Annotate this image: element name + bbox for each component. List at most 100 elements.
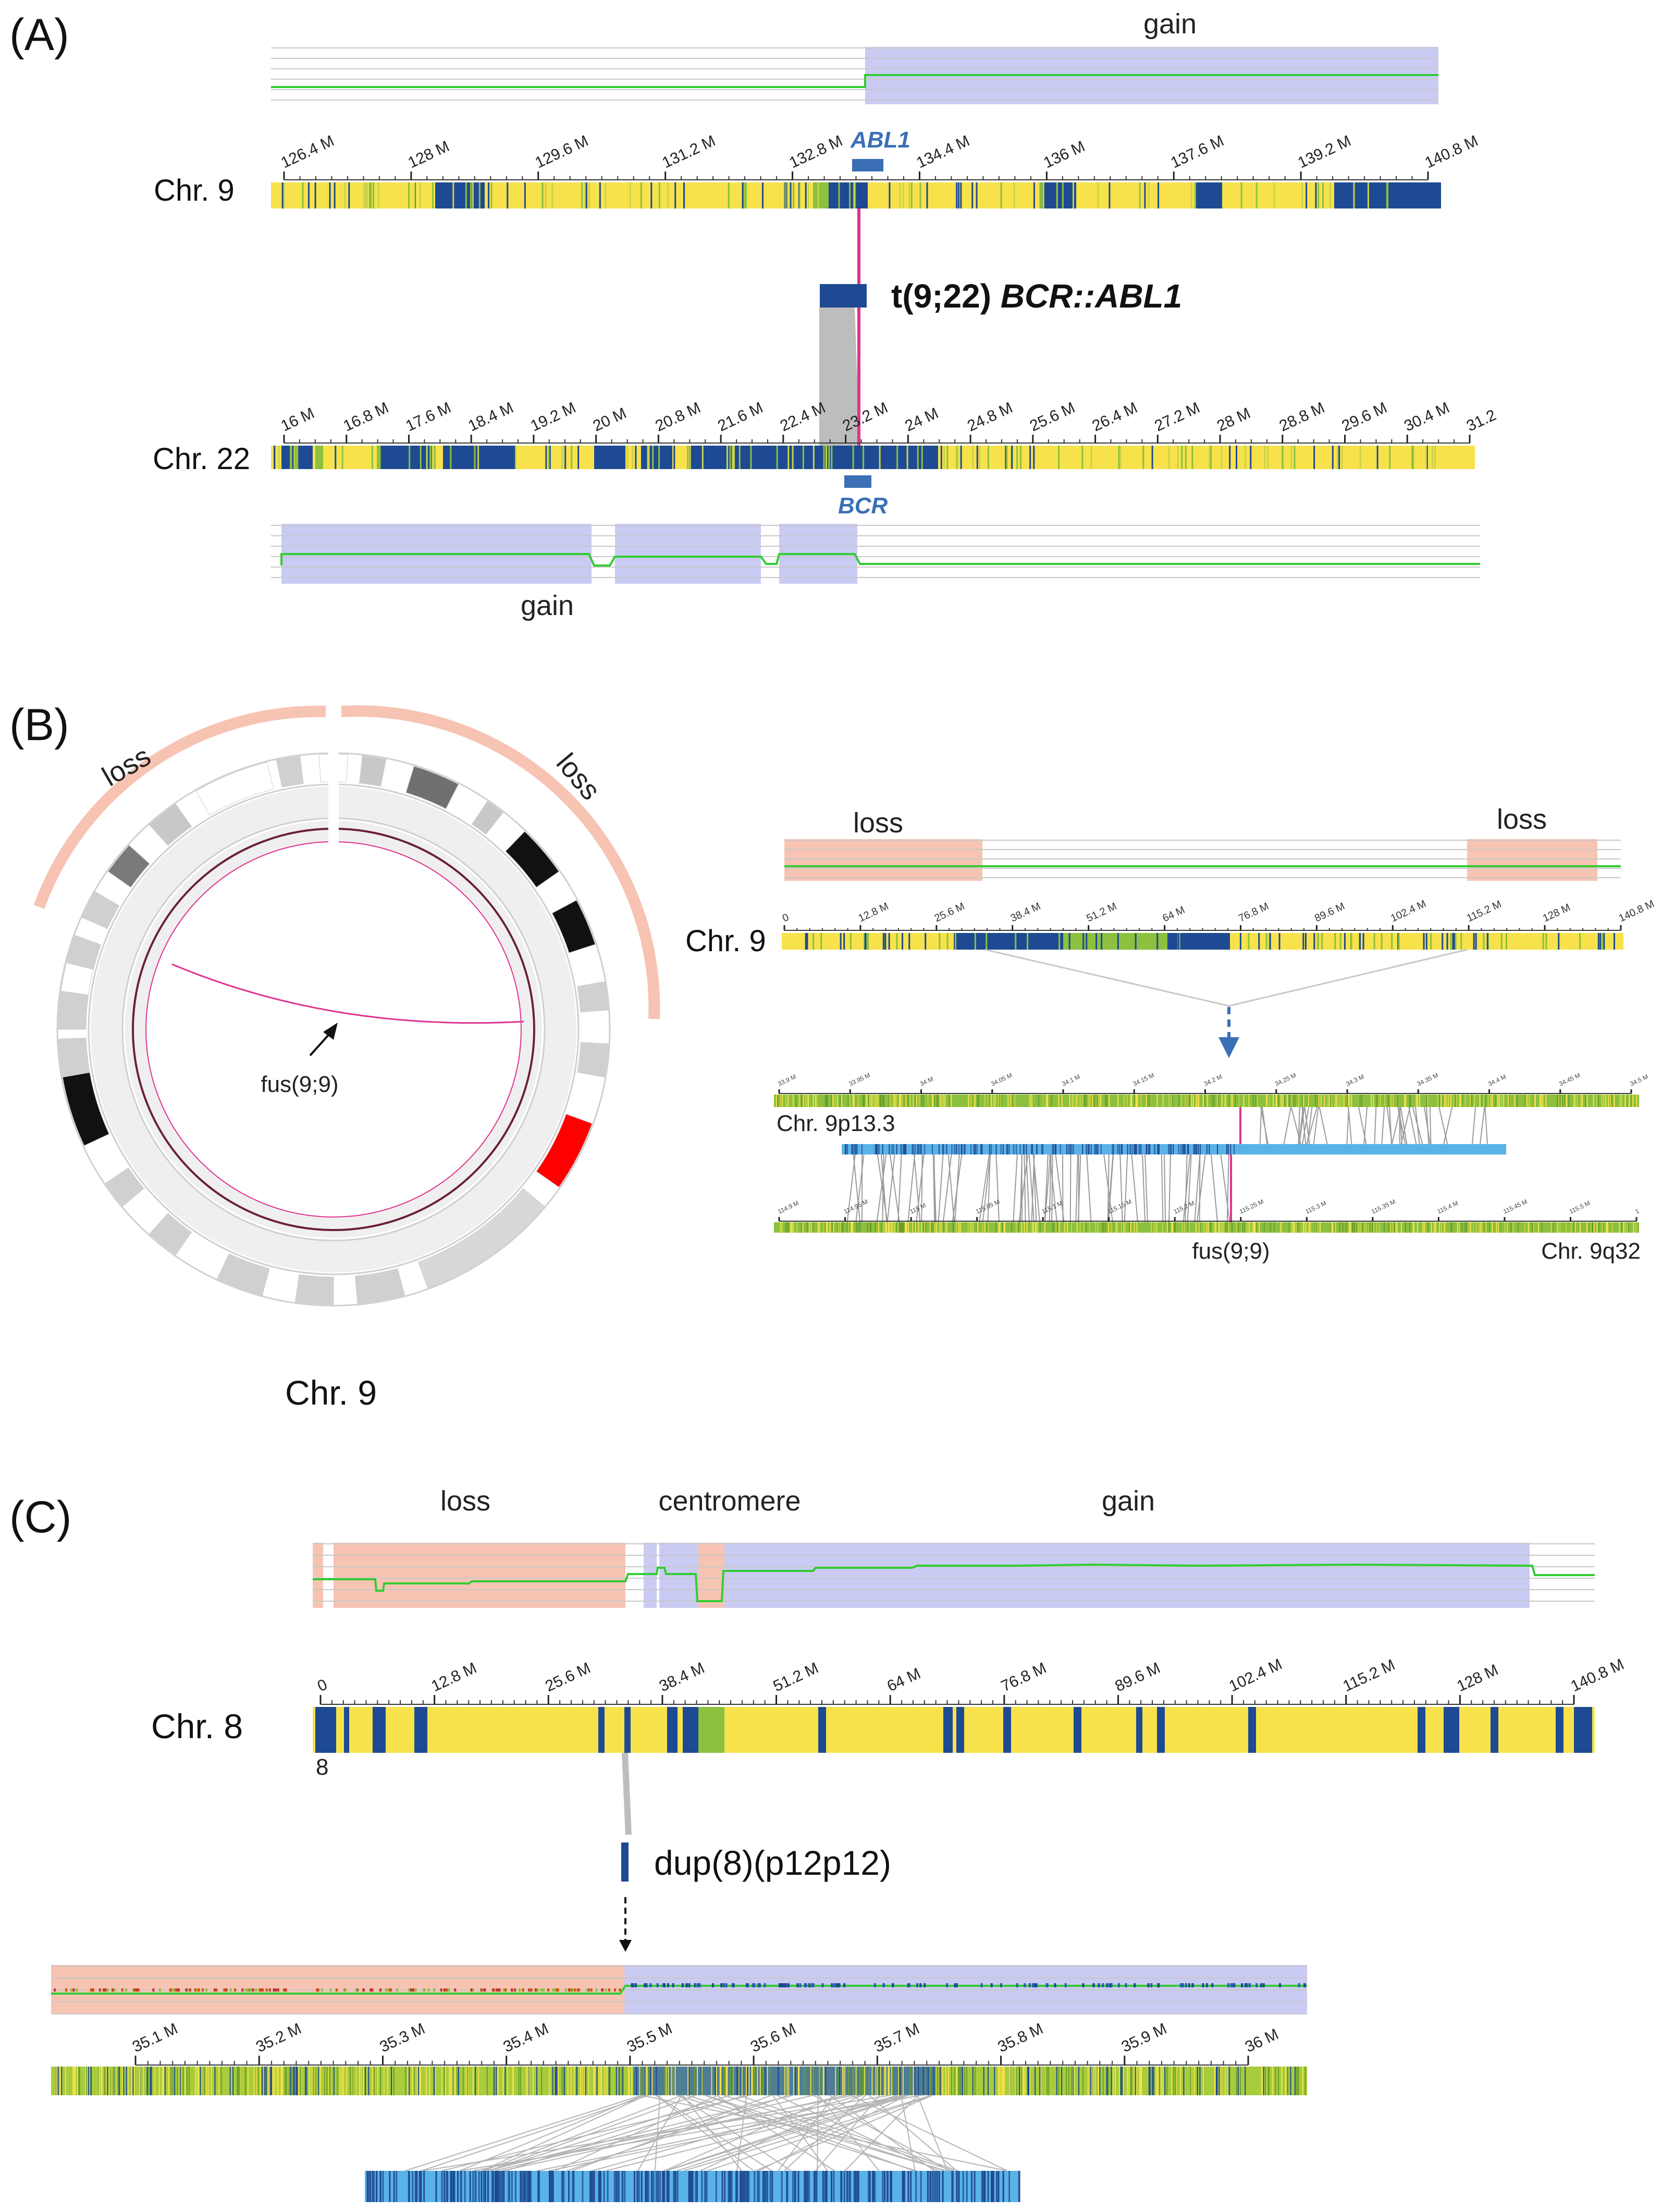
tick-label: 140.8 M — [1422, 132, 1481, 172]
circos-cytobands — [58, 754, 609, 1305]
gain-label-bottom: gain — [521, 590, 574, 621]
abl1-gene-box — [852, 159, 883, 171]
tick-label: 34.5 M — [1629, 1073, 1649, 1088]
tick-label: 35.8 M — [995, 2020, 1046, 2056]
tick-label: 35.6 M — [748, 2020, 798, 2056]
gain-label-top: gain — [1143, 8, 1197, 40]
bcr-gene-label: BCR — [838, 493, 888, 519]
tick-label: 35.9 M — [1119, 2020, 1169, 2056]
c-read-track — [365, 2171, 1020, 2202]
tick-label: 140.8 M — [1568, 1656, 1627, 1695]
linear-loss-right: loss — [1497, 804, 1547, 835]
tick-label: 34.45 M — [1558, 1072, 1581, 1088]
tick-label: 29.6 M — [1339, 399, 1390, 435]
breakpoint-line — [857, 208, 860, 453]
tick-label: 51.2 M — [1085, 901, 1118, 925]
tick-label: 115.2 M — [1465, 899, 1503, 925]
panel-c-zoom-cnv — [51, 1965, 1307, 2014]
tick-label: 0 — [315, 1676, 330, 1695]
tick-label: 16 M — [278, 404, 317, 435]
split-read-links — [846, 1107, 1488, 1223]
circos-fus-label: fus(9;9) — [261, 1072, 338, 1097]
c-split-read-links — [404, 2095, 1008, 2171]
tick-label: 38.4 M — [657, 1660, 707, 1695]
dup-arrow-head — [619, 1940, 632, 1952]
c-gain-label: gain — [1102, 1485, 1155, 1517]
loss-arc-right — [341, 705, 660, 1019]
band-q-label: Chr. 9q32 — [1541, 1238, 1641, 1264]
tick-label: 21.6 M — [715, 399, 766, 435]
tick-label: 115.45 M — [1502, 1198, 1528, 1215]
tick-label: 17.6 M — [403, 399, 453, 435]
panel-b-loss-track — [784, 839, 1621, 881]
tick-label: 12.8 M — [857, 901, 891, 925]
tick-label: 33.9 M — [777, 1073, 797, 1088]
tick-label: 28.8 M — [1277, 399, 1327, 435]
translocation-link — [819, 308, 860, 453]
tick-label: 20 M — [590, 404, 629, 435]
tick-label: 35.4 M — [501, 2020, 551, 2056]
cnv-line — [271, 74, 1438, 88]
zoom-p-track — [774, 1095, 1639, 1107]
chr8-ideogram — [313, 1707, 1595, 1753]
panel-a-gain-track-top — [271, 47, 1438, 104]
tick-label: 134.4 M — [914, 132, 972, 172]
tick-label: 1 — [1634, 1207, 1640, 1215]
tick-label: 137.6 M — [1168, 132, 1226, 172]
chr9-ideogram — [271, 182, 1441, 208]
panel-b-label: (B) — [9, 700, 69, 750]
tick-label: 16.8 M — [341, 399, 391, 435]
c-centromere-label: centromere — [658, 1485, 801, 1517]
tick-label: 34.15 M — [1132, 1072, 1155, 1088]
cnv-line — [313, 1563, 1595, 1602]
tick-label: 30.4 M — [1401, 399, 1452, 435]
band-p-label: Chr. 9p13.3 — [777, 1111, 895, 1136]
tick-label: 128 M — [1541, 902, 1572, 924]
tick-label: 114.95 M — [843, 1198, 869, 1215]
chr8-num: 8 — [316, 1754, 328, 1780]
tick-label: 20.8 M — [653, 399, 703, 435]
panel-a-label: (A) — [9, 10, 69, 60]
tick-label: 18.4 M — [465, 399, 516, 435]
circos-title: Chr. 9 — [285, 1373, 377, 1412]
fus-linear-label: fus(9;9) — [1192, 1238, 1270, 1264]
tick-label: 38.4 M — [1009, 901, 1043, 925]
translocation-event-label: t(9;22) BCR::ABL1 — [891, 277, 1182, 315]
circos-plot — [33, 705, 660, 1307]
tick-label: 140.8 M — [1617, 898, 1656, 924]
tick-label: 114.9 M — [777, 1199, 799, 1215]
tick-label: 129.6 M — [533, 132, 591, 172]
tick-label: 115.5 M — [1568, 1199, 1591, 1215]
panel-c-label: (C) — [9, 1492, 71, 1542]
dup-link — [622, 1753, 632, 1835]
chr9-label: Chr. 9 — [154, 174, 235, 207]
tick-label: 34.25 M — [1274, 1072, 1297, 1088]
tick-label: 115.4 M — [1436, 1199, 1459, 1215]
panel-c-cnv-track — [313, 1543, 1595, 1608]
tick-label: 76.8 M — [1237, 901, 1271, 925]
tick-label: 25.6 M — [1027, 399, 1078, 435]
tick-label: 35.3 M — [377, 2020, 427, 2056]
tick-label: 35.5 M — [624, 2020, 675, 2056]
panel-a-gain-track-bottom — [271, 524, 1480, 584]
fusion-block — [820, 284, 867, 308]
tick-label: 64 M — [884, 1665, 923, 1695]
tick-label: 35.7 M — [871, 2020, 922, 2056]
abl1-gene-label: ABL1 — [850, 127, 910, 153]
tick-label: 131.2 M — [660, 132, 718, 172]
tick-label: 102.4 M — [1226, 1656, 1285, 1695]
tick-label: 24.8 M — [965, 399, 1015, 435]
fusion-chord — [171, 963, 524, 1024]
chr22-label: Chr. 22 — [153, 442, 250, 476]
tick-label: 115.3 M — [1304, 1199, 1327, 1215]
tick-label: 115.25 M — [1238, 1198, 1264, 1215]
dup-event-label: dup(8)(p12p12) — [654, 1844, 891, 1882]
tick-label: 128 M — [1454, 1661, 1501, 1695]
tick-label: 31.2 — [1464, 407, 1499, 435]
tick-label: 139.2 M — [1295, 132, 1353, 172]
tick-label: 34.3 M — [1345, 1073, 1365, 1088]
